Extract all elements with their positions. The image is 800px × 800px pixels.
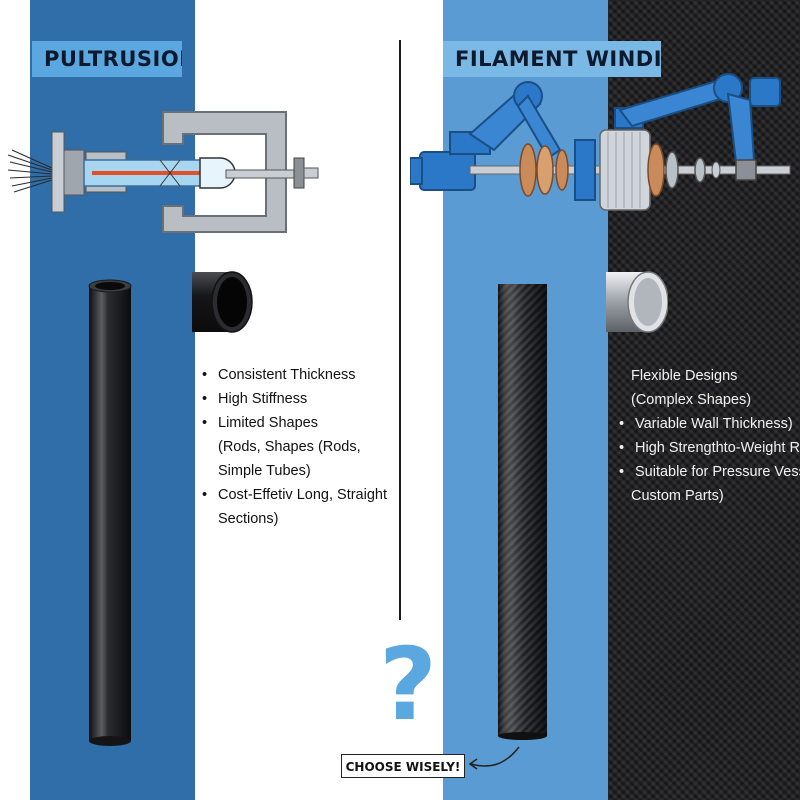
list-item: High Strengthto-Weight Ra: [617, 436, 800, 460]
list-item: Variable Wall Thickness): [617, 412, 800, 436]
list-item: (Rods, Shapes (Rods,: [218, 439, 361, 455]
list-item: Sections): [218, 511, 279, 527]
arrow-icon: [468, 746, 520, 770]
carbon-tube-icon: [498, 284, 547, 740]
question-mark: ?: [378, 626, 437, 743]
pultrusion-features: Consistent Thickness High Stiffness Limi…: [200, 363, 400, 531]
background-margin: [0, 0, 30, 800]
robot-arm-icon: [410, 73, 791, 211]
pipe-end-icon: [192, 271, 253, 333]
list-item: Cost-Effetiv Long, Straight: [200, 483, 400, 507]
list-item: (Complex Shapes): [631, 392, 752, 408]
choose-wisely-label: CHOOSE WISELY!: [341, 754, 465, 778]
list-item: Consistent Thickness: [200, 363, 400, 387]
pultrusion-machine-icon: [7, 111, 319, 233]
list-item: High Stiffness: [200, 387, 400, 411]
list-item: Suitable for Pressure Vess: [617, 460, 800, 484]
list-item: Custom Parts): [631, 488, 724, 504]
pultrusion-title: PULTRUSION: [32, 41, 182, 77]
carbon-panel: [608, 0, 800, 800]
list-item: Flexible Designs: [631, 368, 738, 384]
silver-tube-end-icon: [606, 271, 668, 333]
pipe-tube-icon: [88, 279, 132, 746]
list-item: Limited Shapes: [200, 411, 400, 435]
center-divider: [399, 40, 401, 620]
filament-winding-title: FILAMENT WINDING: [443, 41, 661, 77]
filament-features: Flexible Designs (Complex Shapes) Variab…: [617, 364, 800, 508]
list-item: Simple Tubes): [218, 463, 311, 479]
